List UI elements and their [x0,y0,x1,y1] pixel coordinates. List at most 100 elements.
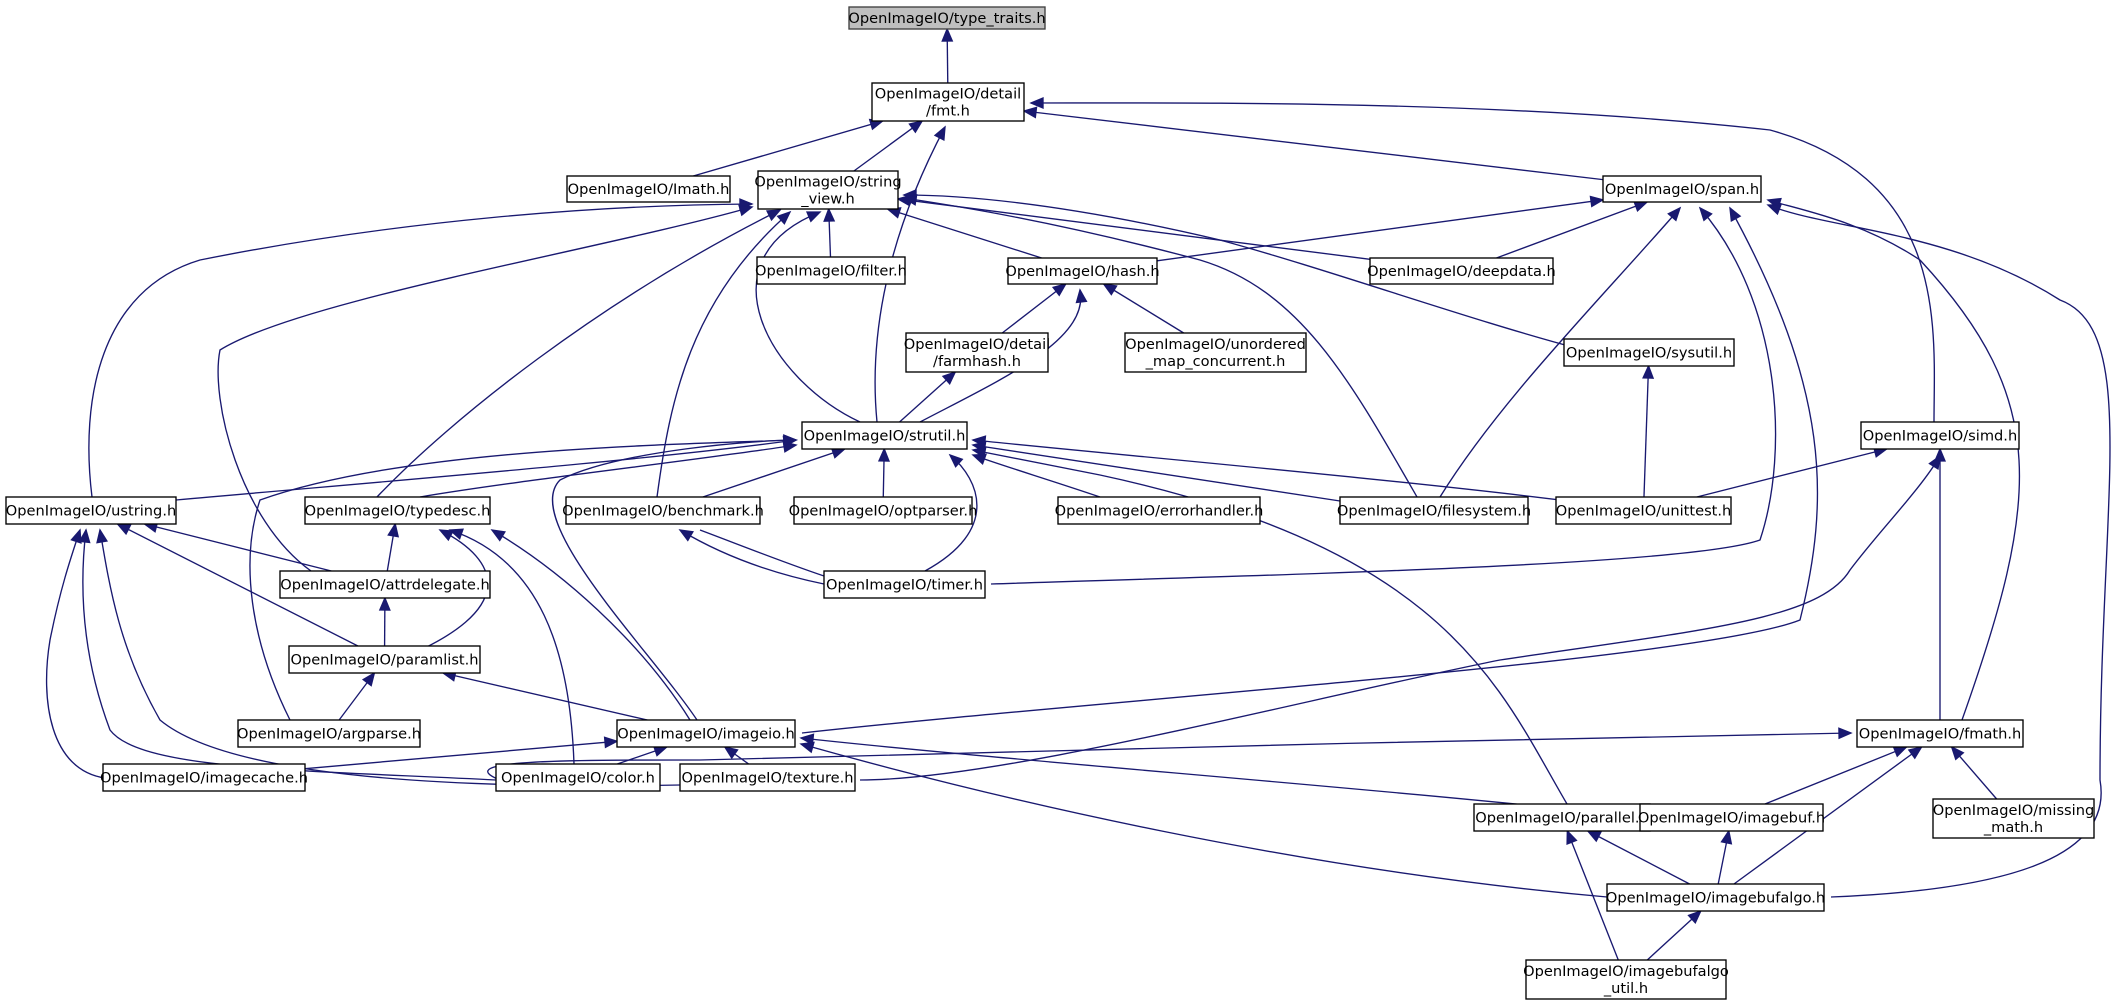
node-unittest[interactable]: OpenImageIO/unittest.h [1555,496,1732,525]
node-label: OpenImageIO/optparser.h [789,503,978,520]
node-box [905,332,1049,373]
node-box [1639,803,1824,832]
node-label: OpenImageIO/unittest.h [1556,503,1732,520]
node-deepdata[interactable]: OpenImageIO/deepdata.h [1367,257,1556,285]
node-label: OpenImageIO/attrdelegate.h [280,577,490,594]
node-label: OpenImageIO/missing [1933,802,2094,819]
node-hash[interactable]: OpenImageIO/hash.h [1005,257,1160,285]
edge-unittest-to-sysutil [1643,365,1650,498]
edge-imagebuf-to-fmath-arrowhead [1892,746,1909,758]
node-label: _view.h [800,191,854,208]
node-label: OpenImageIO/typedesc.h [305,503,491,520]
node-label: OpenImageIO/color.h [501,770,655,787]
edge-filesystem-to-span [1439,207,1681,498]
node-simd[interactable]: OpenImageIO/simd.h [1860,421,2020,450]
node-texture[interactable]: OpenImageIO/texture.h [679,763,856,792]
edge-strutil-to-string_view-arrowhead [805,211,822,223]
edge-color-to-ustring-arrowhead [78,528,91,544]
edge-color-to-typedesc [449,529,575,765]
node-label: /farmhash.h [933,353,1021,370]
node-imath[interactable]: OpenImageIO/Imath.h [566,175,731,203]
node-fmath[interactable]: OpenImageIO/fmath.h [1856,719,2024,748]
edge-imageio-to-typedesc [491,529,691,721]
node-label: OpenImageIO/type_traits.h [848,10,1045,27]
node-box [5,496,177,525]
edge-hash-to-span [1156,199,1604,262]
edge-imagebuf-to-imageio-arrowhead [799,733,815,746]
node-parallel[interactable]: OpenImageIO/parallel.h [1473,803,1651,832]
node-sysutil[interactable]: OpenImageIO/sysutil.h [1563,338,1735,367]
node-ustring[interactable]: OpenImageIO/ustring.h [5,496,177,525]
edge-imageio-to-span-arrowhead [1729,206,1742,223]
edge-imath-to-fmt [693,120,883,177]
node-optparser[interactable]: OpenImageIO/optparser.h [789,496,978,525]
node-strutil[interactable]: OpenImageIO/strutil.h [801,421,968,450]
node-box [1856,719,2024,748]
node-farmhash[interactable]: OpenImageIO/detail/farmhash.h [904,332,1050,373]
node-unordered[interactable]: OpenImageIO/unordered_map_concurrent.h [1124,332,1307,373]
node-label: _map_concurrent.h [1145,353,1286,370]
node-label: OpenImageIO/paramlist.h [290,652,478,669]
node-label: OpenImageIO/sysutil.h [1566,345,1732,362]
node-box [304,496,491,525]
node-box [1369,257,1554,285]
node-filesystem[interactable]: OpenImageIO/filesystem.h [1337,496,1531,525]
node-label: OpenImageIO/hash.h [1005,263,1159,280]
node-imagecache[interactable]: OpenImageIO/imagecache.h [100,763,308,792]
edge-imagecache-to-ustring-arrowhead [70,528,82,544]
edge-filesystem-to-string_view-arrowhead [902,193,918,206]
edge-timer-to-span-arrowhead [1698,206,1713,222]
node-imagebufalgo[interactable]: OpenImageIO/imagebufalgo.h [1606,883,1825,912]
node-typedesc[interactable]: OpenImageIO/typedesc.h [304,496,491,525]
edge-imagebufalgo_util-to-parallel-arrowhead [1566,829,1578,845]
node-imagebufalgo_util[interactable]: OpenImageIO/imagebufalgo_util.h [1523,959,1729,1000]
edges-layer [45,27,2111,961]
node-filter[interactable]: OpenImageIO/filter.h [755,256,907,285]
edge-timer-to-strutil [924,454,978,572]
node-imagebuf[interactable]: OpenImageIO/imagebuf.h [1638,803,1825,832]
edge-strutil-to-farmhash-arrowhead [941,370,957,385]
node-errorhandler[interactable]: OpenImageIO/errorhandler.h [1055,496,1264,525]
node-paramlist[interactable]: OpenImageIO/paramlist.h [288,645,481,674]
edge-parallel-to-strutil-arrowhead [971,446,987,459]
node-box [1473,803,1651,832]
node-box [565,496,761,525]
node-type_traits: OpenImageIO/type_traits.h [848,6,1046,30]
edge-timer-to-benchmark [679,529,825,585]
edge-imagebufalgo-to-span-arrowhead [1766,203,1782,216]
node-imageio[interactable]: OpenImageIO/imageio.h [616,719,796,748]
node-fmt[interactable]: OpenImageIO/detail/fmt.h [871,82,1025,122]
node-missing_math[interactable]: OpenImageIO/missing_math.h [1932,798,2095,839]
node-benchmark[interactable]: OpenImageIO/benchmark.h [562,496,764,525]
node-color[interactable]: OpenImageIO/color.h [495,763,661,792]
node-span[interactable]: OpenImageIO/span.h [1602,175,1762,203]
edge-paramlist-to-ustring-arrowhead [116,523,132,536]
node-box [848,6,1046,30]
node-attrdelegate[interactable]: OpenImageIO/attrdelegate.h [279,570,491,599]
node-box [756,256,906,285]
node-box [616,719,796,748]
node-box [279,570,491,599]
node-label: OpenImageIO/unordered [1125,336,1306,353]
edge-fmath-to-span [1767,199,2021,721]
edge-color-to-ustring [82,529,497,781]
node-box [1860,421,2020,450]
edge-strutil-to-hash-arrowhead [1075,288,1088,304]
node-label: OpenImageIO/imagebufalgo.h [1606,890,1825,907]
node-label: OpenImageIO/Imath.h [568,181,730,198]
edge-unittest-to-simd [1696,448,1887,498]
nodes-layer: OpenImageIO/type_traits.hOpenImageIO/det… [5,6,2095,1000]
edge-paramlist-to-typedesc-arrowhead [438,529,455,542]
edge-hash-to-string_view [887,208,1042,259]
node-timer[interactable]: OpenImageIO/timer.h [823,570,986,599]
edge-filesystem-to-span-arrowhead [1667,206,1682,222]
edge-imagebufalgo-to-fmath [1733,746,1922,885]
node-string_view[interactable]: OpenImageIO/string_view.h [754,170,902,210]
node-argparse[interactable]: OpenImageIO/argparse.h [237,719,421,748]
node-label: OpenImageIO/strutil.h [804,428,966,445]
edge-benchmark-to-strutil [702,448,845,498]
node-label: OpenImageIO/fmath.h [1859,726,2022,743]
node-label: OpenImageIO/detail [875,86,1021,103]
edge-typedesc-to-strutil [419,444,797,498]
edge-timer-to-strutil-arrowhead [948,453,964,468]
